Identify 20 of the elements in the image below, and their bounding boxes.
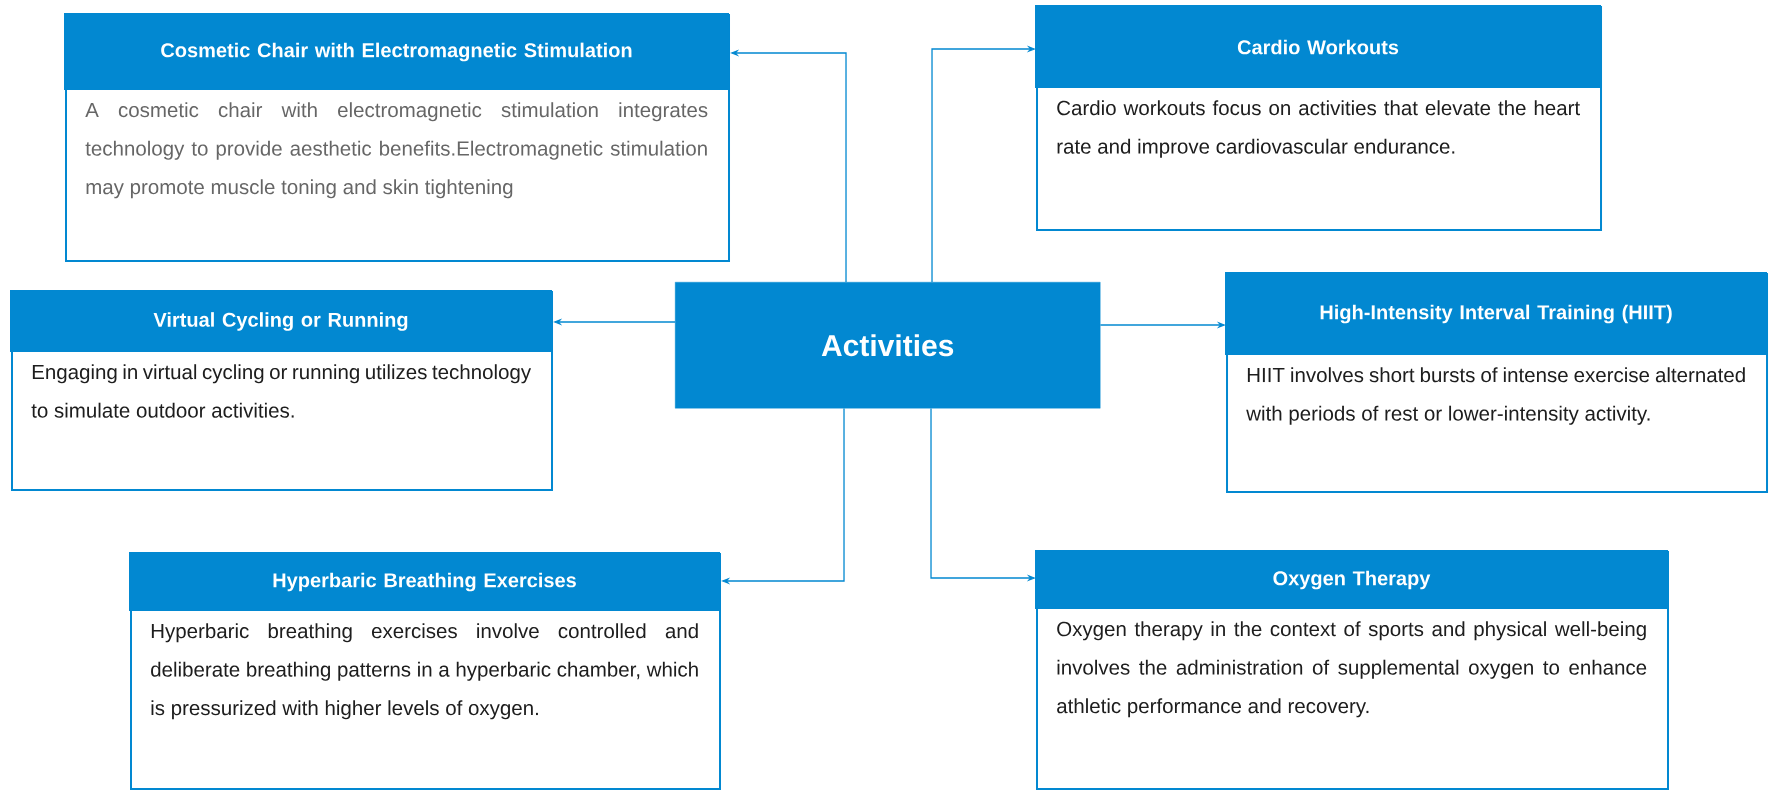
card-body: A cosmetic chair with electromagnetic stimulation integrates technology to provide aesthetic benefits.Electromagnetic stimulation may promote muscle toning and skin tightening <box>85 102 708 199</box>
card-body: Hyperbaric breathing exercises involve controlled and deliberate breathing patterns in a hyperbaric chamber, which is pressurized with higher levels of oxygen. <box>151 623 698 720</box>
card-body: Engaging in virtual cycling or running utilizes technology to simulate outdoor activities. <box>31 364 532 418</box>
card-heading: Cardio Workouts <box>1237 39 1399 55</box>
card-heading: Hyperbaric Breathing Exercises <box>273 572 576 592</box>
card-body: Cardio workouts focus on activities that elevate the heart rate and improve cardiovascular endurance. <box>1057 100 1580 158</box>
info-card <box>10 290 553 491</box>
card-body: HIIT involves short bursts of intense exercise alternated with periods of rest or lower-intensity activity. <box>1246 367 1745 425</box>
info-card <box>129 552 721 790</box>
topic-box <box>675 282 1101 409</box>
info-card <box>1035 5 1602 231</box>
card-heading: Oxygen Therapy <box>1273 570 1431 590</box>
info-card <box>1225 272 1768 493</box>
card-heading: Cosmetic Chair with Electromagnetic Stimulation <box>161 42 632 62</box>
info-card <box>1035 550 1669 790</box>
card-body: Oxygen therapy in the context of sports and physical well-being involves the administration of supplemental oxygen to enhance athletic performance and recovery. <box>1057 621 1647 718</box>
center-label: Activities <box>821 334 954 357</box>
card-heading: Virtual Cycling or Running <box>153 312 408 331</box>
card-heading: High-Intensity Interval Training (HIIT) <box>1320 304 1672 324</box>
info-card <box>64 13 730 262</box>
